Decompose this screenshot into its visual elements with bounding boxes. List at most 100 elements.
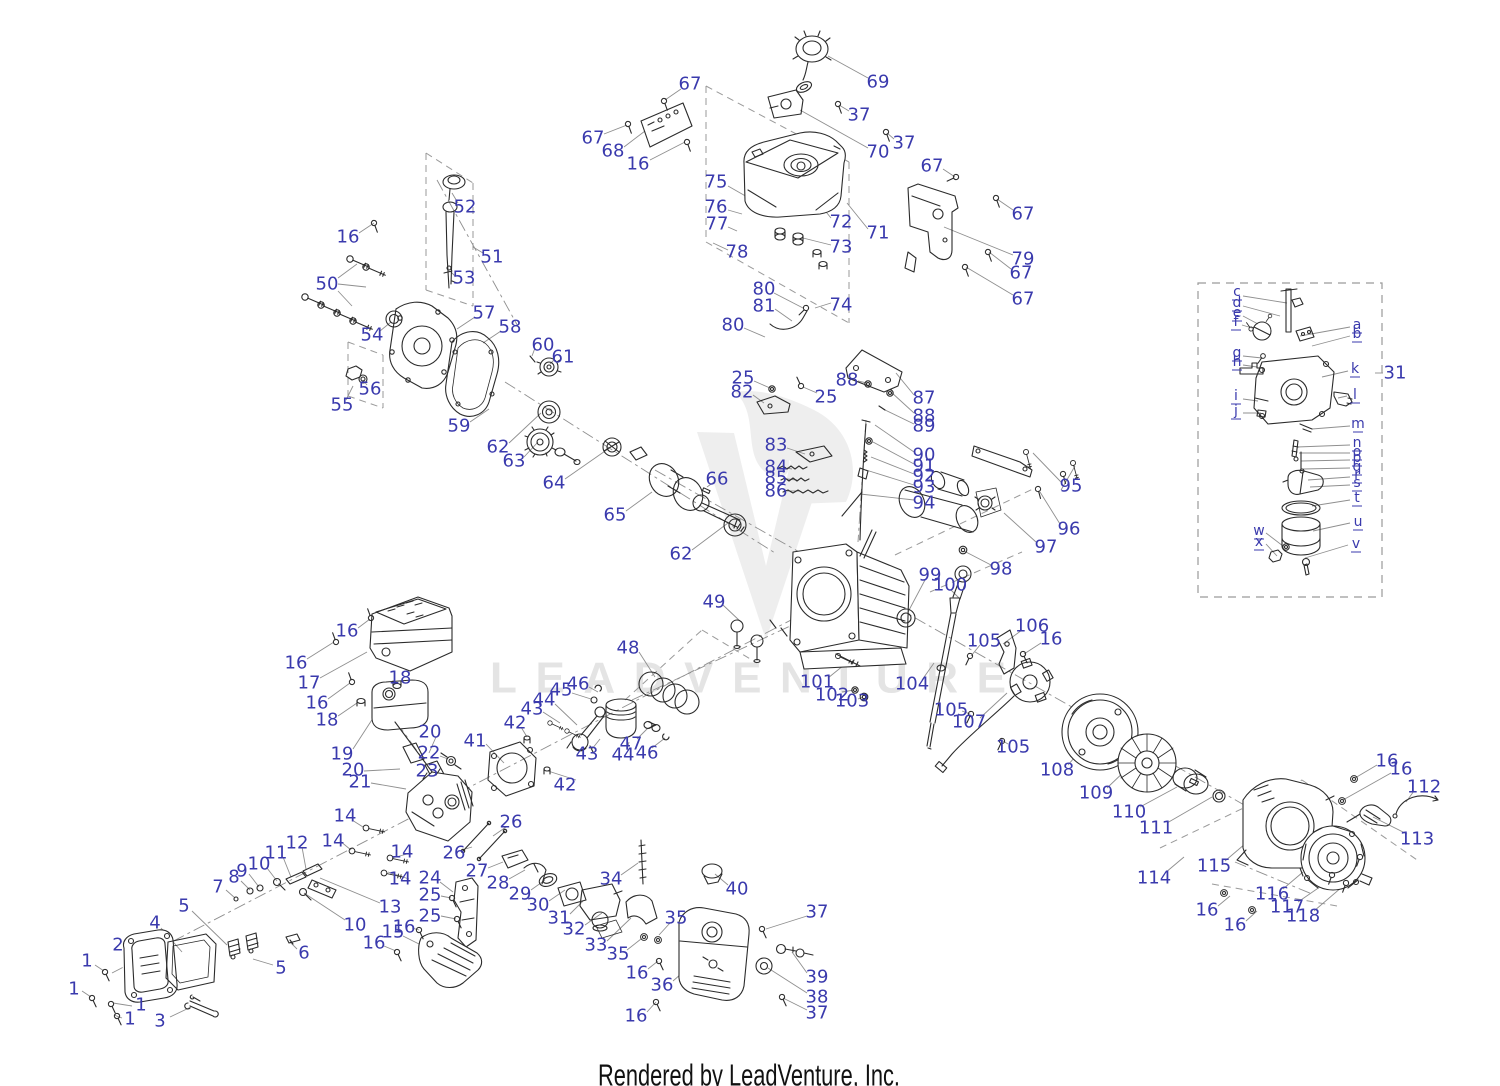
leader-line	[802, 237, 832, 246]
leader-line	[1296, 444, 1351, 448]
part-label-c: c	[1233, 284, 1241, 300]
part-label-43: 43	[521, 699, 544, 720]
leader-line	[1321, 370, 1349, 378]
leader-line	[439, 881, 454, 893]
part-label-31: 31	[548, 908, 571, 929]
part-label-31: 31	[1384, 363, 1407, 384]
air-filter-box-drawing	[678, 907, 750, 1001]
dashed-group-line	[701, 629, 758, 664]
leader-line	[1039, 491, 1061, 525]
leader-line	[649, 141, 686, 161]
part-label-b: b	[1353, 326, 1362, 342]
leader-line	[531, 347, 536, 357]
leader-line	[113, 1014, 123, 1019]
leader-line	[306, 641, 335, 660]
leader-line	[1307, 476, 1351, 481]
part-label-q: q	[1353, 459, 1362, 475]
leader-line	[1299, 326, 1351, 337]
part-label-86: 86	[765, 481, 788, 502]
part-label-46: 46	[567, 674, 590, 695]
leader-line	[428, 736, 437, 754]
part-label-16: 16	[625, 1006, 648, 1027]
part-label-1: 1	[81, 951, 92, 972]
center-axis-line	[1234, 861, 1313, 895]
part-label-75: 75	[705, 172, 728, 193]
fuel-cap-drawing	[792, 30, 832, 93]
leader-line	[379, 321, 392, 332]
leader-line	[814, 302, 832, 309]
part-label-67: 67	[1012, 289, 1035, 310]
leader-line	[564, 448, 609, 480]
engine-block-drawing	[789, 529, 916, 670]
center-axis-line	[857, 419, 867, 543]
part-label-d: d	[1233, 295, 1242, 311]
leader-line	[921, 662, 935, 681]
starter-handle-drawing	[1346, 804, 1392, 827]
part-label-11: 11	[265, 843, 288, 864]
part-label-16: 16	[627, 154, 650, 175]
leader-line	[1304, 544, 1349, 559]
leader-line	[895, 372, 915, 396]
leader-line	[799, 109, 869, 149]
part-label-49: 49	[703, 592, 726, 613]
leader-line	[846, 202, 869, 230]
leader-line	[370, 782, 407, 790]
part-label-18: 18	[389, 668, 412, 689]
part-label-i: i	[1234, 388, 1238, 404]
part-label-47: 47	[620, 734, 643, 755]
leader-line	[548, 889, 566, 902]
leader-line	[191, 910, 228, 946]
part-label-5: 5	[275, 958, 286, 979]
piston-rod-drawing	[566, 671, 700, 753]
leader-line	[1313, 886, 1343, 912]
part-label-73: 73	[830, 237, 853, 258]
part-label-74: 74	[830, 295, 853, 316]
valve-cover-drawing	[122, 929, 219, 1018]
leader-line	[554, 703, 578, 726]
part-label-52: 52	[454, 197, 477, 218]
dowel-pins-drawing	[523, 735, 551, 775]
part-label-8: 8	[228, 867, 239, 888]
part-label-69: 69	[867, 72, 890, 93]
leader-line	[1242, 315, 1259, 325]
part-label-16: 16	[285, 653, 308, 674]
part-label-107: 107	[952, 712, 986, 733]
leader-line	[1002, 740, 1009, 745]
leader-line	[547, 770, 577, 781]
leader-line	[1337, 395, 1348, 399]
part-label-67: 67	[1010, 263, 1033, 284]
leader-line	[451, 192, 459, 204]
leader-line	[472, 246, 484, 254]
part-label-99: 99	[919, 565, 942, 586]
starter-motor-drawing	[898, 445, 1033, 533]
leader-line	[727, 209, 743, 215]
leader-line	[706, 481, 715, 488]
leader-line	[112, 1002, 133, 1007]
leader-line	[1372, 816, 1408, 835]
oil-fill-tube-drawing	[442, 174, 466, 289]
leader-line	[907, 579, 926, 613]
leader-line	[225, 889, 236, 899]
leader-line	[753, 380, 771, 389]
flywheel-nut-drawing	[1212, 789, 1226, 803]
part-label-26: 26	[443, 843, 466, 864]
head-gasket-drawing	[487, 741, 537, 797]
part-label-m: m	[1351, 416, 1365, 432]
leader-line	[890, 391, 915, 414]
leader-line	[859, 493, 915, 501]
part-label-37: 37	[848, 105, 871, 126]
part-label-25: 25	[419, 906, 442, 927]
leader-line	[440, 915, 457, 920]
part-label-34: 34	[600, 869, 623, 890]
part-label-7: 7	[212, 877, 223, 898]
leader-line	[1265, 532, 1284, 547]
part-label-42: 42	[554, 775, 577, 796]
part-label-16: 16	[337, 227, 360, 248]
leader-line	[303, 892, 346, 921]
part-label-116: 116	[1255, 884, 1289, 905]
leader-line	[636, 727, 649, 740]
leader-line	[357, 618, 371, 629]
part-label-64: 64	[543, 473, 566, 494]
part-label-56: 56	[359, 379, 382, 400]
